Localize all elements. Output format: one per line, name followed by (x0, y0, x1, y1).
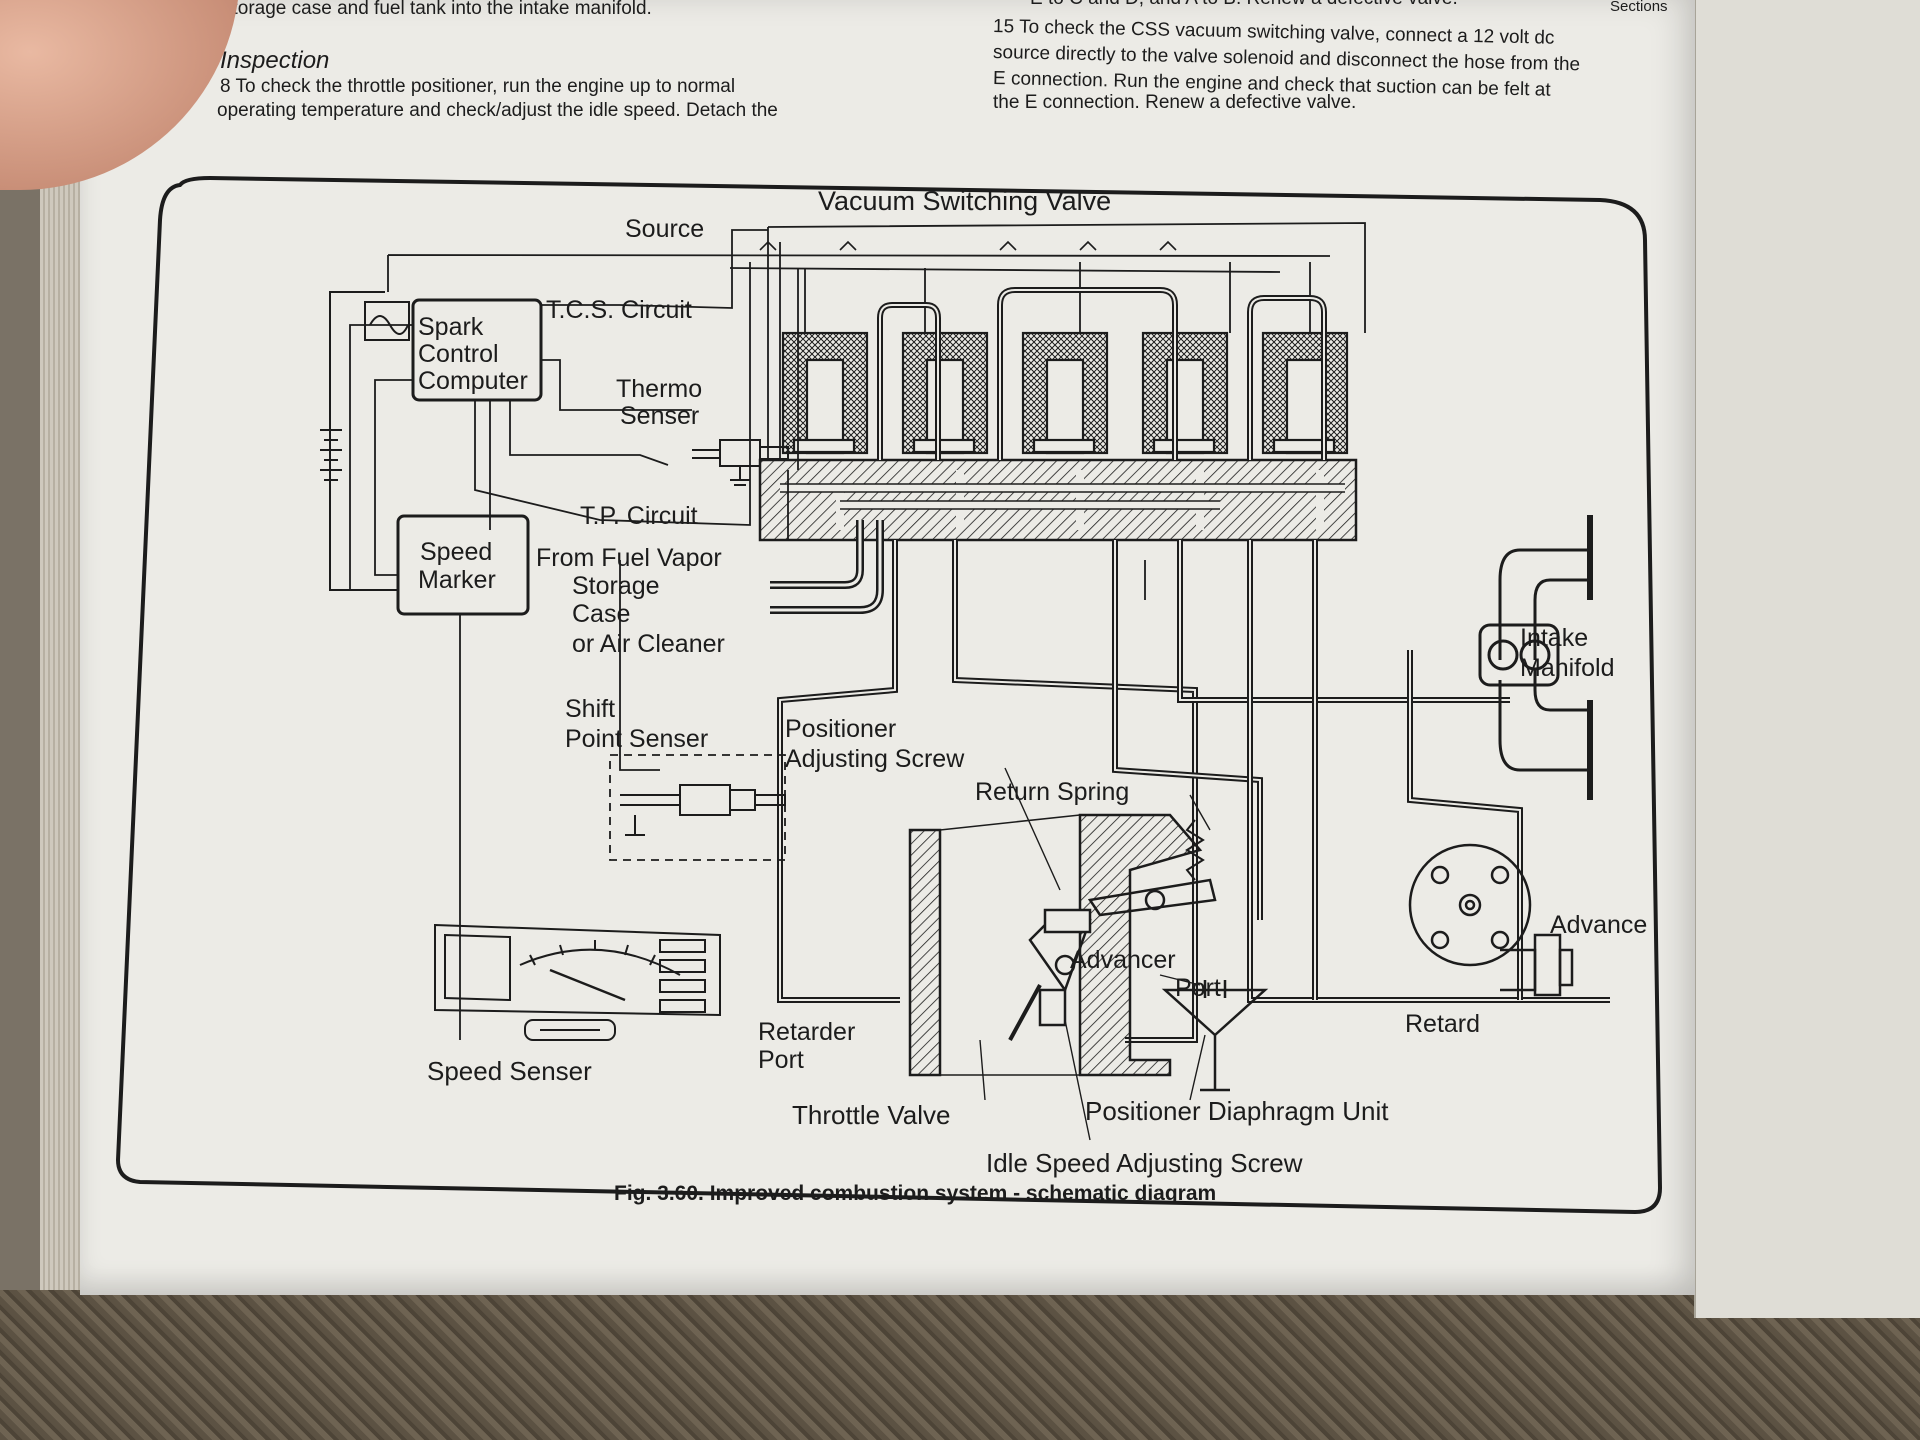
schematic-diagram: Vacuum Switching Valve Source T.C.S. Cir… (115, 175, 1663, 1215)
paragraph-line-2: operating temperature and check/adjust t… (217, 100, 778, 121)
label-thermo-2: Senser (620, 402, 699, 430)
label-speed-senser: Speed Senser (427, 1056, 592, 1086)
solenoid-c (1021, 331, 1109, 455)
label-idle-speed-screw: Idle Speed Adjusting Screw (986, 1148, 1303, 1178)
paragraph-line-1: 8 To check the throttle positioner, run … (220, 76, 736, 97)
diagram-frame (115, 175, 1663, 1215)
label-advance: Advance (1550, 911, 1647, 939)
battery (320, 291, 398, 591)
solenoid-b (901, 331, 989, 455)
label-intake-manifold-1: Intake (1520, 624, 1588, 652)
throttle-body (908, 813, 1269, 1092)
label-spark-control-2: Control (418, 340, 499, 368)
valve-block (758, 458, 1358, 542)
label-retarder-port-2: Port (758, 1046, 804, 1074)
label-thermo-1: Thermo (616, 375, 702, 403)
speed-marker-box (396, 514, 530, 616)
corner-section-label: Sections (1610, 0, 1668, 15)
label-positioner-screw-1: Positioner (785, 715, 896, 743)
label-return-spring: Return Spring (975, 778, 1129, 806)
label-fuel-vapor-1: From Fuel Vapor (536, 544, 722, 572)
label-advancer-port-2: Port (1175, 974, 1221, 1002)
label-source: Source (625, 215, 704, 243)
label-spark-control-1: Spark (418, 313, 484, 341)
label-positioner-screw-2: Adjusting Screw (785, 745, 965, 773)
label-shift-point-2: Point Senser (565, 725, 708, 753)
label-throttle-valve: Throttle Valve (792, 1100, 950, 1130)
label-retard: Retard (1405, 1010, 1480, 1038)
right-paragraph-line-4: the E connection. Renew a defective valv… (993, 92, 1357, 113)
section-heading-inspection: Inspection (220, 47, 330, 74)
shift-point-senser-box (609, 754, 786, 861)
manual-page: storage case and fuel tank into the inta… (80, 0, 1695, 1295)
figure-caption: Fig. 3.60. Improved combustion system - … (614, 1182, 1216, 1205)
label-retarder-port-1: Retarder (758, 1018, 855, 1046)
solenoid-e (1261, 331, 1349, 455)
label-advancer-port-1: Advancer (1070, 946, 1176, 974)
thermo-senser (692, 439, 789, 486)
label-tcs-circuit: T.C.S. Circuit (546, 296, 692, 324)
label-fuel-vapor-4: or Air Cleaner (572, 630, 725, 658)
shift-point-senser (620, 784, 786, 836)
label-fuel-vapor-2: Storage (572, 572, 660, 600)
text-line-cut: E to C and D, and A to B. Renew a defect… (1030, 0, 1458, 12)
label-fuel-vapor-3: Case (572, 600, 630, 628)
text-line-top: storage case and fuel tank into the inta… (223, 0, 652, 19)
intake-manifold (1478, 515, 1593, 800)
spark-control-computer (411, 298, 543, 402)
label-spark-control-3: Computer (418, 367, 528, 395)
background-carpet (0, 1290, 1920, 1440)
label-speed-marker-2: Marker (418, 566, 496, 594)
distributor (1408, 843, 1574, 997)
solenoid-d (1141, 331, 1229, 455)
label-speed-marker-1: Speed (420, 538, 492, 566)
label-intake-manifold-2: Manifold (1520, 654, 1615, 682)
label-shift-point-1: Shift (565, 695, 615, 723)
speedometer (434, 923, 721, 1041)
fuse (364, 301, 410, 341)
label-vacuum-switching-valve: Vacuum Switching Valve (818, 186, 1111, 216)
label-tp-circuit: T.P. Circuit (580, 502, 698, 530)
facing-page (1694, 0, 1920, 1318)
label-positioner-diaphragm: Positioner Diaphragm Unit (1085, 1096, 1389, 1126)
solenoid-a (781, 331, 869, 455)
